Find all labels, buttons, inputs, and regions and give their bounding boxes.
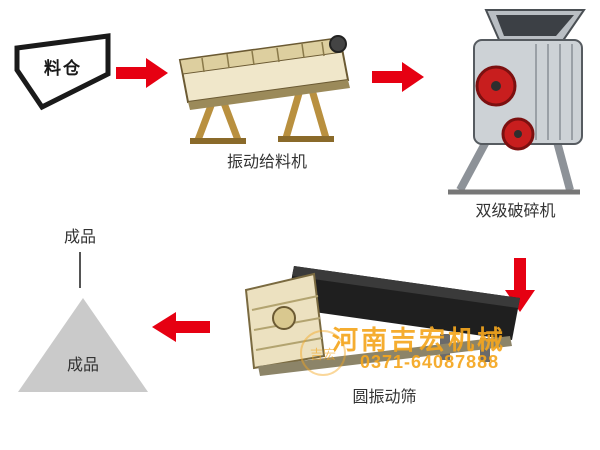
crusher-hopper-opening	[496, 15, 574, 36]
product-connector-line	[79, 252, 81, 288]
feeder-legs	[194, 89, 330, 142]
crusher-ribs	[535, 44, 573, 140]
arrow-right-1-icon	[116, 58, 168, 88]
screen-deck-edge	[292, 266, 520, 308]
double-stage-crusher-image	[438, 8, 593, 198]
screen-label: 圆振动筛	[352, 389, 417, 406]
crusher-flywheel-lower-hub	[514, 130, 522, 138]
product-pile-triangle-icon	[18, 298, 148, 392]
feeder-underside	[188, 80, 350, 110]
hopper-outline-icon	[14, 33, 111, 111]
crusher-legs	[456, 136, 574, 192]
screen-deck	[286, 266, 520, 340]
hopper-shape	[12, 30, 116, 112]
screen-vibrator-icon	[272, 306, 296, 330]
watermark-phone-number: 0371-64087888	[360, 352, 500, 372]
watermark-company-text: 河南吉宏机械	[332, 325, 507, 355]
arrow-right-2-icon	[372, 62, 424, 92]
product-source-label: 成品	[63, 229, 96, 246]
crusher-flywheel-upper-hub	[491, 81, 501, 91]
hopper-label: 料仓	[44, 59, 82, 78]
arrow-left-icon	[152, 312, 210, 342]
feeder-feet	[190, 136, 334, 144]
feeder-motor-icon	[329, 35, 347, 53]
product-pile-shape	[16, 296, 150, 394]
screen-spring-right	[480, 338, 490, 362]
product-pile-label: 成品	[66, 357, 99, 374]
double-stage-crusher-illustration	[448, 9, 586, 195]
vibrating-feeder-illustration	[178, 35, 350, 144]
watermark-logo: 吉宏	[300, 330, 346, 376]
crusher-label: 双级破碎机	[475, 203, 556, 220]
vibrating-feeder-image	[172, 28, 362, 153]
feeder-label: 振动给料机	[226, 154, 307, 171]
feeder-grizzly-bars	[201, 41, 325, 73]
